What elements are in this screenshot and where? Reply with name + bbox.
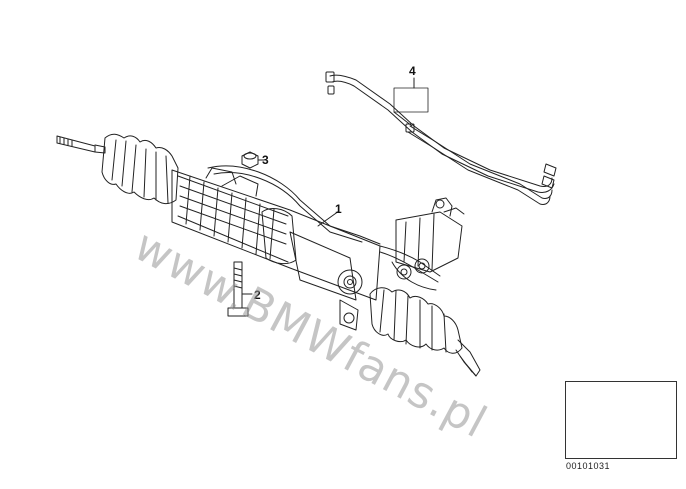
bolt-part	[227, 261, 253, 317]
thumbnail-code: 00101031	[566, 461, 611, 471]
callout-1: 1	[335, 202, 342, 216]
pressure-lines	[325, 71, 557, 205]
steering-rack	[56, 133, 481, 377]
callout-3: 3	[262, 153, 269, 167]
thumbnail-frame	[565, 381, 677, 459]
callout-2: 2	[254, 288, 261, 302]
callout-4: 4	[409, 64, 416, 78]
nut-part	[241, 151, 265, 169]
